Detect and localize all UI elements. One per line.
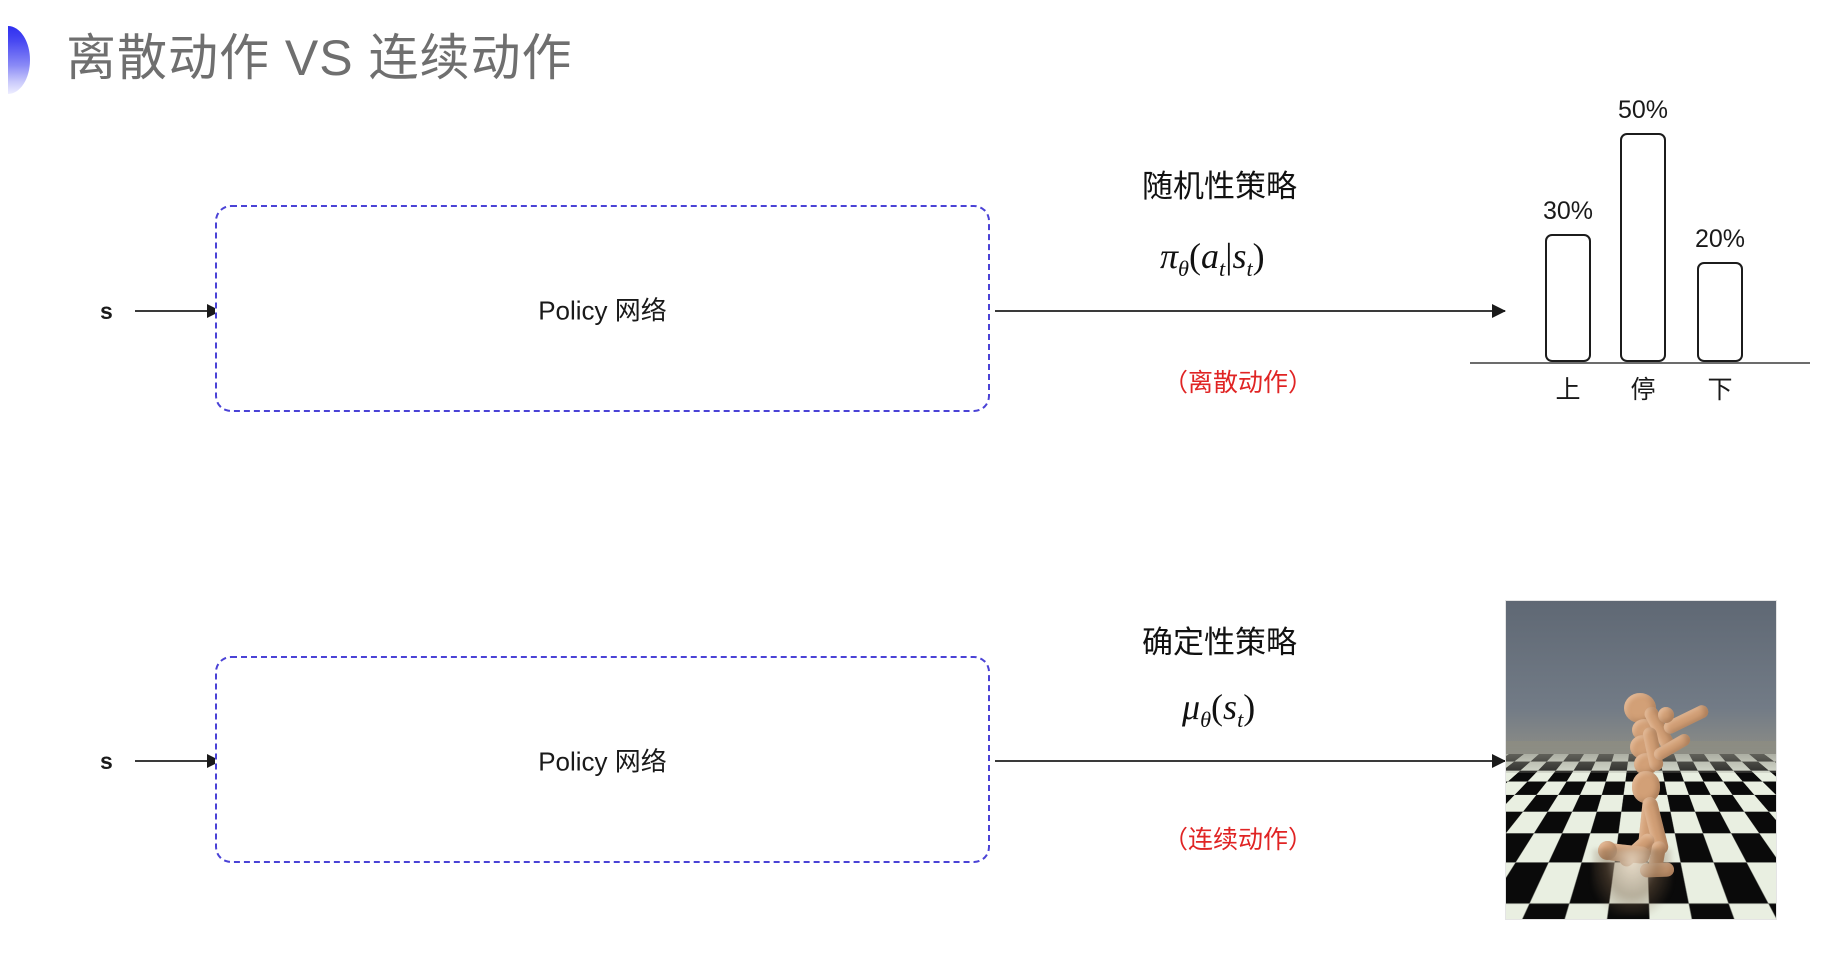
bar-value-1: 50% xyxy=(1617,96,1669,124)
bar-rect-0 xyxy=(1545,234,1591,362)
formula-mu: μ xyxy=(1182,687,1201,727)
input-arrow-discrete xyxy=(135,304,221,318)
slide-header: 离散动作 VS 连续动作 xyxy=(0,0,1846,112)
bar-rect-1 xyxy=(1620,133,1666,362)
page-title: 离散动作 VS 连续动作 xyxy=(66,30,573,86)
policy-kind-stochastic: 随机性策略 xyxy=(1142,169,1297,204)
policy-formula-stochastic: πθ(at|st) xyxy=(1160,235,1265,282)
policy-kind-deterministic: 确定性策略 xyxy=(1142,625,1297,660)
formula-close-paren-2: ) xyxy=(1243,687,1256,727)
formula-theta: θ xyxy=(1178,256,1190,282)
chart-x-axis xyxy=(1470,362,1810,364)
formula-open-paren-2: ( xyxy=(1211,687,1224,727)
output-arrow-continuous xyxy=(995,754,1506,768)
formula-s: s xyxy=(1232,236,1247,276)
action-note-discrete: （离散动作） xyxy=(1163,369,1314,397)
state-input-label-discrete: s xyxy=(100,298,113,324)
bar-value-0: 30% xyxy=(1542,197,1594,225)
formula-theta-2: θ xyxy=(1200,707,1212,733)
bar-category-2: 下 xyxy=(1707,376,1733,404)
policy-network-label-discrete: Policy 网络 xyxy=(538,295,667,325)
humanoid-simulation-image xyxy=(1505,600,1777,920)
policy-network-box-continuous[interactable]: Policy 网络 xyxy=(215,656,990,863)
formula-pi: π xyxy=(1160,236,1179,276)
action-note-continuous: （连续动作） xyxy=(1163,826,1314,854)
policy-network-label-continuous: Policy 网络 xyxy=(538,746,667,776)
formula-s-subscript-2: t xyxy=(1237,707,1244,733)
formula-s-2: s xyxy=(1223,687,1238,727)
title-bullet-icon xyxy=(8,26,30,94)
simulation-floor-reflection xyxy=(1592,849,1672,915)
bar-category-1: 停 xyxy=(1630,376,1656,404)
formula-a-subscript: t xyxy=(1219,256,1226,282)
humanoid-hand-right xyxy=(1658,707,1674,723)
output-arrow-discrete xyxy=(995,304,1506,318)
bar-value-2: 20% xyxy=(1694,225,1746,253)
bar-category-0: 上 xyxy=(1555,376,1581,404)
state-input-label-continuous: s xyxy=(100,748,113,774)
action-probability-bar-chart: 30% 上 50% 停 20% 下 xyxy=(1470,96,1820,410)
policy-formula-deterministic: μθ(st) xyxy=(1182,686,1255,733)
formula-s-subscript: t xyxy=(1246,256,1253,282)
policy-network-box-discrete[interactable]: Policy 网络 xyxy=(215,205,990,412)
formula-close-paren: ) xyxy=(1252,236,1265,276)
bar-rect-2 xyxy=(1697,262,1743,362)
right-edge-strip xyxy=(1840,0,1846,966)
formula-a: a xyxy=(1201,236,1220,276)
formula-given-bar: | xyxy=(1225,236,1233,276)
formula-open-paren: ( xyxy=(1189,236,1202,276)
input-arrow-continuous xyxy=(135,754,221,768)
